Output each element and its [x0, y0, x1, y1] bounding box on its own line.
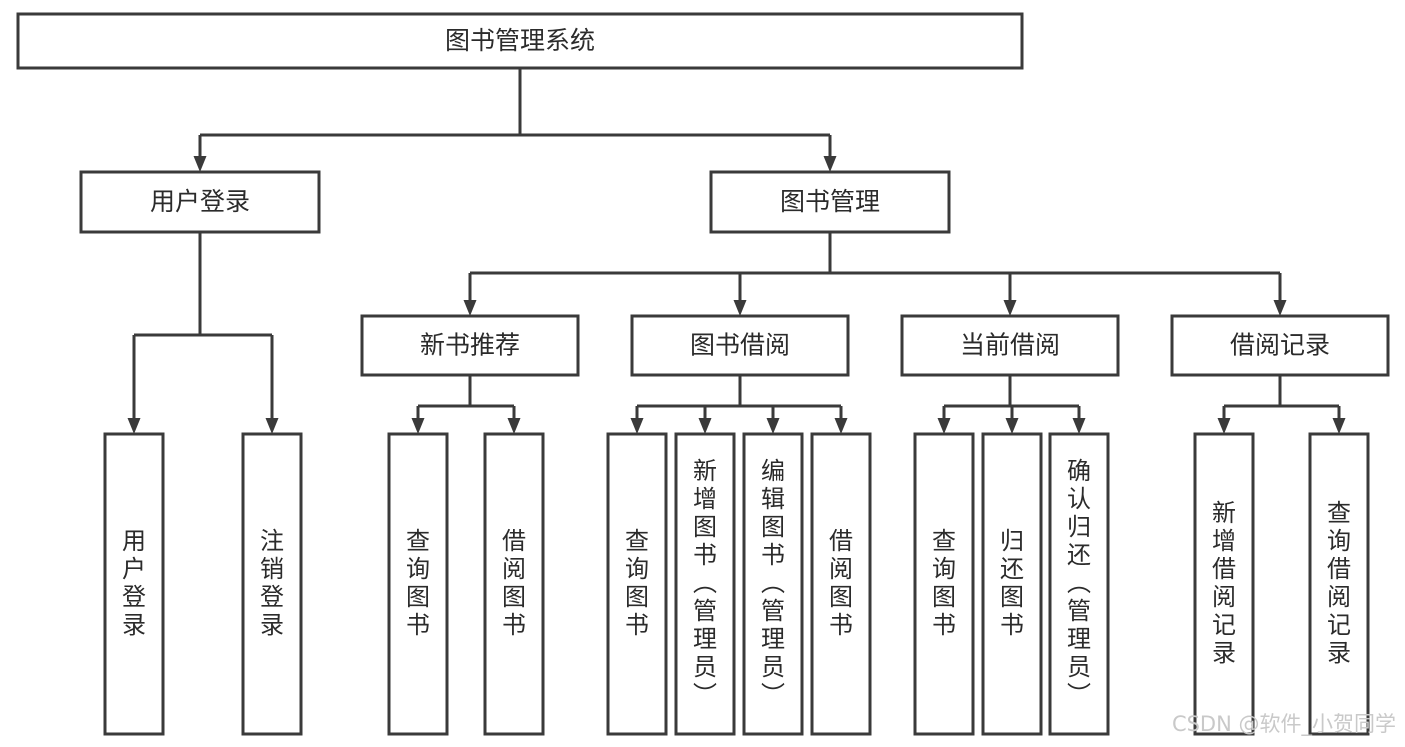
node-leaf-add-book[interactable]: 新增图书︵管理员︶	[674, 432, 736, 736]
node-box-leaf-query-record[interactable]	[1308, 432, 1370, 736]
node-leaf-edit-book[interactable]: 编辑图书︵管理员︶	[742, 432, 804, 736]
node-box-current-borrow[interactable]	[900, 314, 1120, 377]
arrow-head-icon	[937, 418, 951, 434]
arrow-head-icon	[507, 418, 521, 434]
node-new-book-recommend[interactable]: 新书推荐	[360, 314, 580, 377]
node-box-user-login[interactable]	[79, 170, 321, 234]
node-leaf-return-book[interactable]: 归还图书	[981, 432, 1043, 736]
node-label-borrow-record: 借阅记录	[1230, 331, 1330, 360]
node-label-leaf-query-book-cur: 查询图书	[932, 527, 956, 639]
node-leaf-logout[interactable]: 注销登录	[241, 432, 303, 736]
arrow-head-icon	[823, 156, 837, 172]
arrow-head-icon	[1003, 300, 1017, 316]
node-label-leaf-add-book: 新增图书︵管理员︶	[693, 457, 717, 709]
node-leaf-add-record[interactable]: 新增借阅记录	[1193, 432, 1255, 736]
node-box-new-book-recommend[interactable]	[360, 314, 580, 377]
node-label-user-login: 用户登录	[150, 187, 250, 216]
node-box-leaf-query-book-rec[interactable]	[387, 432, 449, 736]
arrow-head-icon	[1273, 300, 1287, 316]
arrow-head-icon	[1217, 418, 1231, 434]
arrow-head-icon	[193, 156, 207, 172]
node-leaf-query-record[interactable]: 查询借阅记录	[1308, 432, 1370, 736]
arrow-head-icon	[698, 418, 712, 434]
csdn-watermark: CSDN @软件_小贺同学	[1172, 712, 1396, 737]
connector-conn-book-borrow-to-leaves	[630, 375, 848, 434]
node-label-leaf-return-book: 归还图书	[1000, 527, 1024, 639]
node-box-leaf-query-book-borrow[interactable]	[606, 432, 668, 736]
node-layer: 图书管理系统用户登录图书管理新书推荐图书借阅当前借阅借阅记录用户登录注销登录查询…	[16, 12, 1390, 736]
connector-conn-new-book-to-leaves	[411, 375, 521, 434]
node-label-book-borrow: 图书借阅	[690, 331, 790, 360]
node-label-leaf-edit-book: 编辑图书︵管理员︶	[761, 457, 785, 709]
node-box-borrow-record[interactable]	[1170, 314, 1390, 377]
node-current-borrow[interactable]: 当前借阅	[900, 314, 1120, 377]
connector-conn-book-mgmt-to-level3	[463, 232, 1287, 316]
node-box-leaf-borrow-book-rec[interactable]	[483, 432, 545, 736]
node-leaf-query-book-borrow[interactable]: 查询图书	[606, 432, 668, 736]
node-leaf-confirm-return[interactable]: 确认归还︵管理员︶	[1048, 432, 1110, 736]
connector-conn-user-login-to-leaves	[127, 232, 279, 434]
node-label-root: 图书管理系统	[445, 26, 595, 55]
connector-layer	[127, 68, 1346, 434]
node-leaf-query-book-cur[interactable]: 查询图书	[913, 432, 975, 736]
node-box-leaf-edit-book[interactable]	[742, 432, 804, 736]
node-box-book-borrow[interactable]	[630, 314, 850, 377]
node-leaf-user-login[interactable]: 用户登录	[103, 432, 165, 736]
node-user-login[interactable]: 用户登录	[79, 170, 321, 234]
node-box-leaf-borrow-book[interactable]	[810, 432, 872, 736]
node-box-book-management[interactable]	[709, 170, 951, 234]
node-box-leaf-add-book[interactable]	[674, 432, 736, 736]
arrow-head-icon	[766, 418, 780, 434]
watermark-layer: CSDN @软件_小贺同学	[1172, 712, 1396, 737]
connector-conn-borrow-record-to-leaves	[1217, 375, 1346, 434]
arrow-head-icon	[1005, 418, 1019, 434]
node-root[interactable]: 图书管理系统	[16, 12, 1024, 70]
node-label-leaf-borrow-book-rec: 借阅图书	[502, 527, 526, 639]
arrow-head-icon	[463, 300, 477, 316]
node-label-leaf-add-record: 新增借阅记录	[1212, 499, 1236, 667]
node-leaf-query-book-rec[interactable]: 查询图书	[387, 432, 449, 736]
arrow-head-icon	[630, 418, 644, 434]
node-label-leaf-user-login: 用户登录	[122, 527, 146, 639]
node-label-leaf-borrow-book: 借阅图书	[829, 527, 853, 639]
arrow-head-icon	[1332, 418, 1346, 434]
node-box-leaf-query-book-cur[interactable]	[913, 432, 975, 736]
node-label-leaf-query-record: 查询借阅记录	[1327, 499, 1351, 667]
node-box-leaf-user-login[interactable]	[103, 432, 165, 736]
node-box-leaf-return-book[interactable]	[981, 432, 1043, 736]
node-box-leaf-logout[interactable]	[241, 432, 303, 736]
connector-conn-current-borrow-to-leaves	[937, 375, 1086, 434]
arrow-head-icon	[834, 418, 848, 434]
node-borrow-record[interactable]: 借阅记录	[1170, 314, 1390, 377]
node-label-leaf-query-book-borrow: 查询图书	[625, 527, 649, 639]
node-book-borrow[interactable]: 图书借阅	[630, 314, 850, 377]
node-label-leaf-query-book-rec: 查询图书	[406, 527, 430, 639]
arrow-head-icon	[411, 418, 425, 434]
node-label-leaf-logout: 注销登录	[260, 527, 284, 639]
connector-conn-root-to-level2	[193, 68, 837, 172]
node-label-book-management: 图书管理	[780, 187, 880, 216]
node-book-management[interactable]: 图书管理	[709, 170, 951, 234]
arrow-head-icon	[265, 418, 279, 434]
node-box-leaf-add-record[interactable]	[1193, 432, 1255, 736]
node-label-leaf-confirm-return: 确认归还︵管理员︶	[1067, 457, 1091, 709]
arrow-head-icon	[1072, 418, 1086, 434]
arrow-head-icon	[127, 418, 141, 434]
node-leaf-borrow-book[interactable]: 借阅图书	[810, 432, 872, 736]
arrow-head-icon	[733, 300, 747, 316]
node-leaf-borrow-book-rec[interactable]: 借阅图书	[483, 432, 545, 736]
node-box-leaf-confirm-return[interactable]	[1048, 432, 1110, 736]
node-label-new-book-recommend: 新书推荐	[420, 331, 520, 360]
node-box-root[interactable]	[16, 12, 1024, 70]
node-label-current-borrow: 当前借阅	[960, 331, 1060, 360]
